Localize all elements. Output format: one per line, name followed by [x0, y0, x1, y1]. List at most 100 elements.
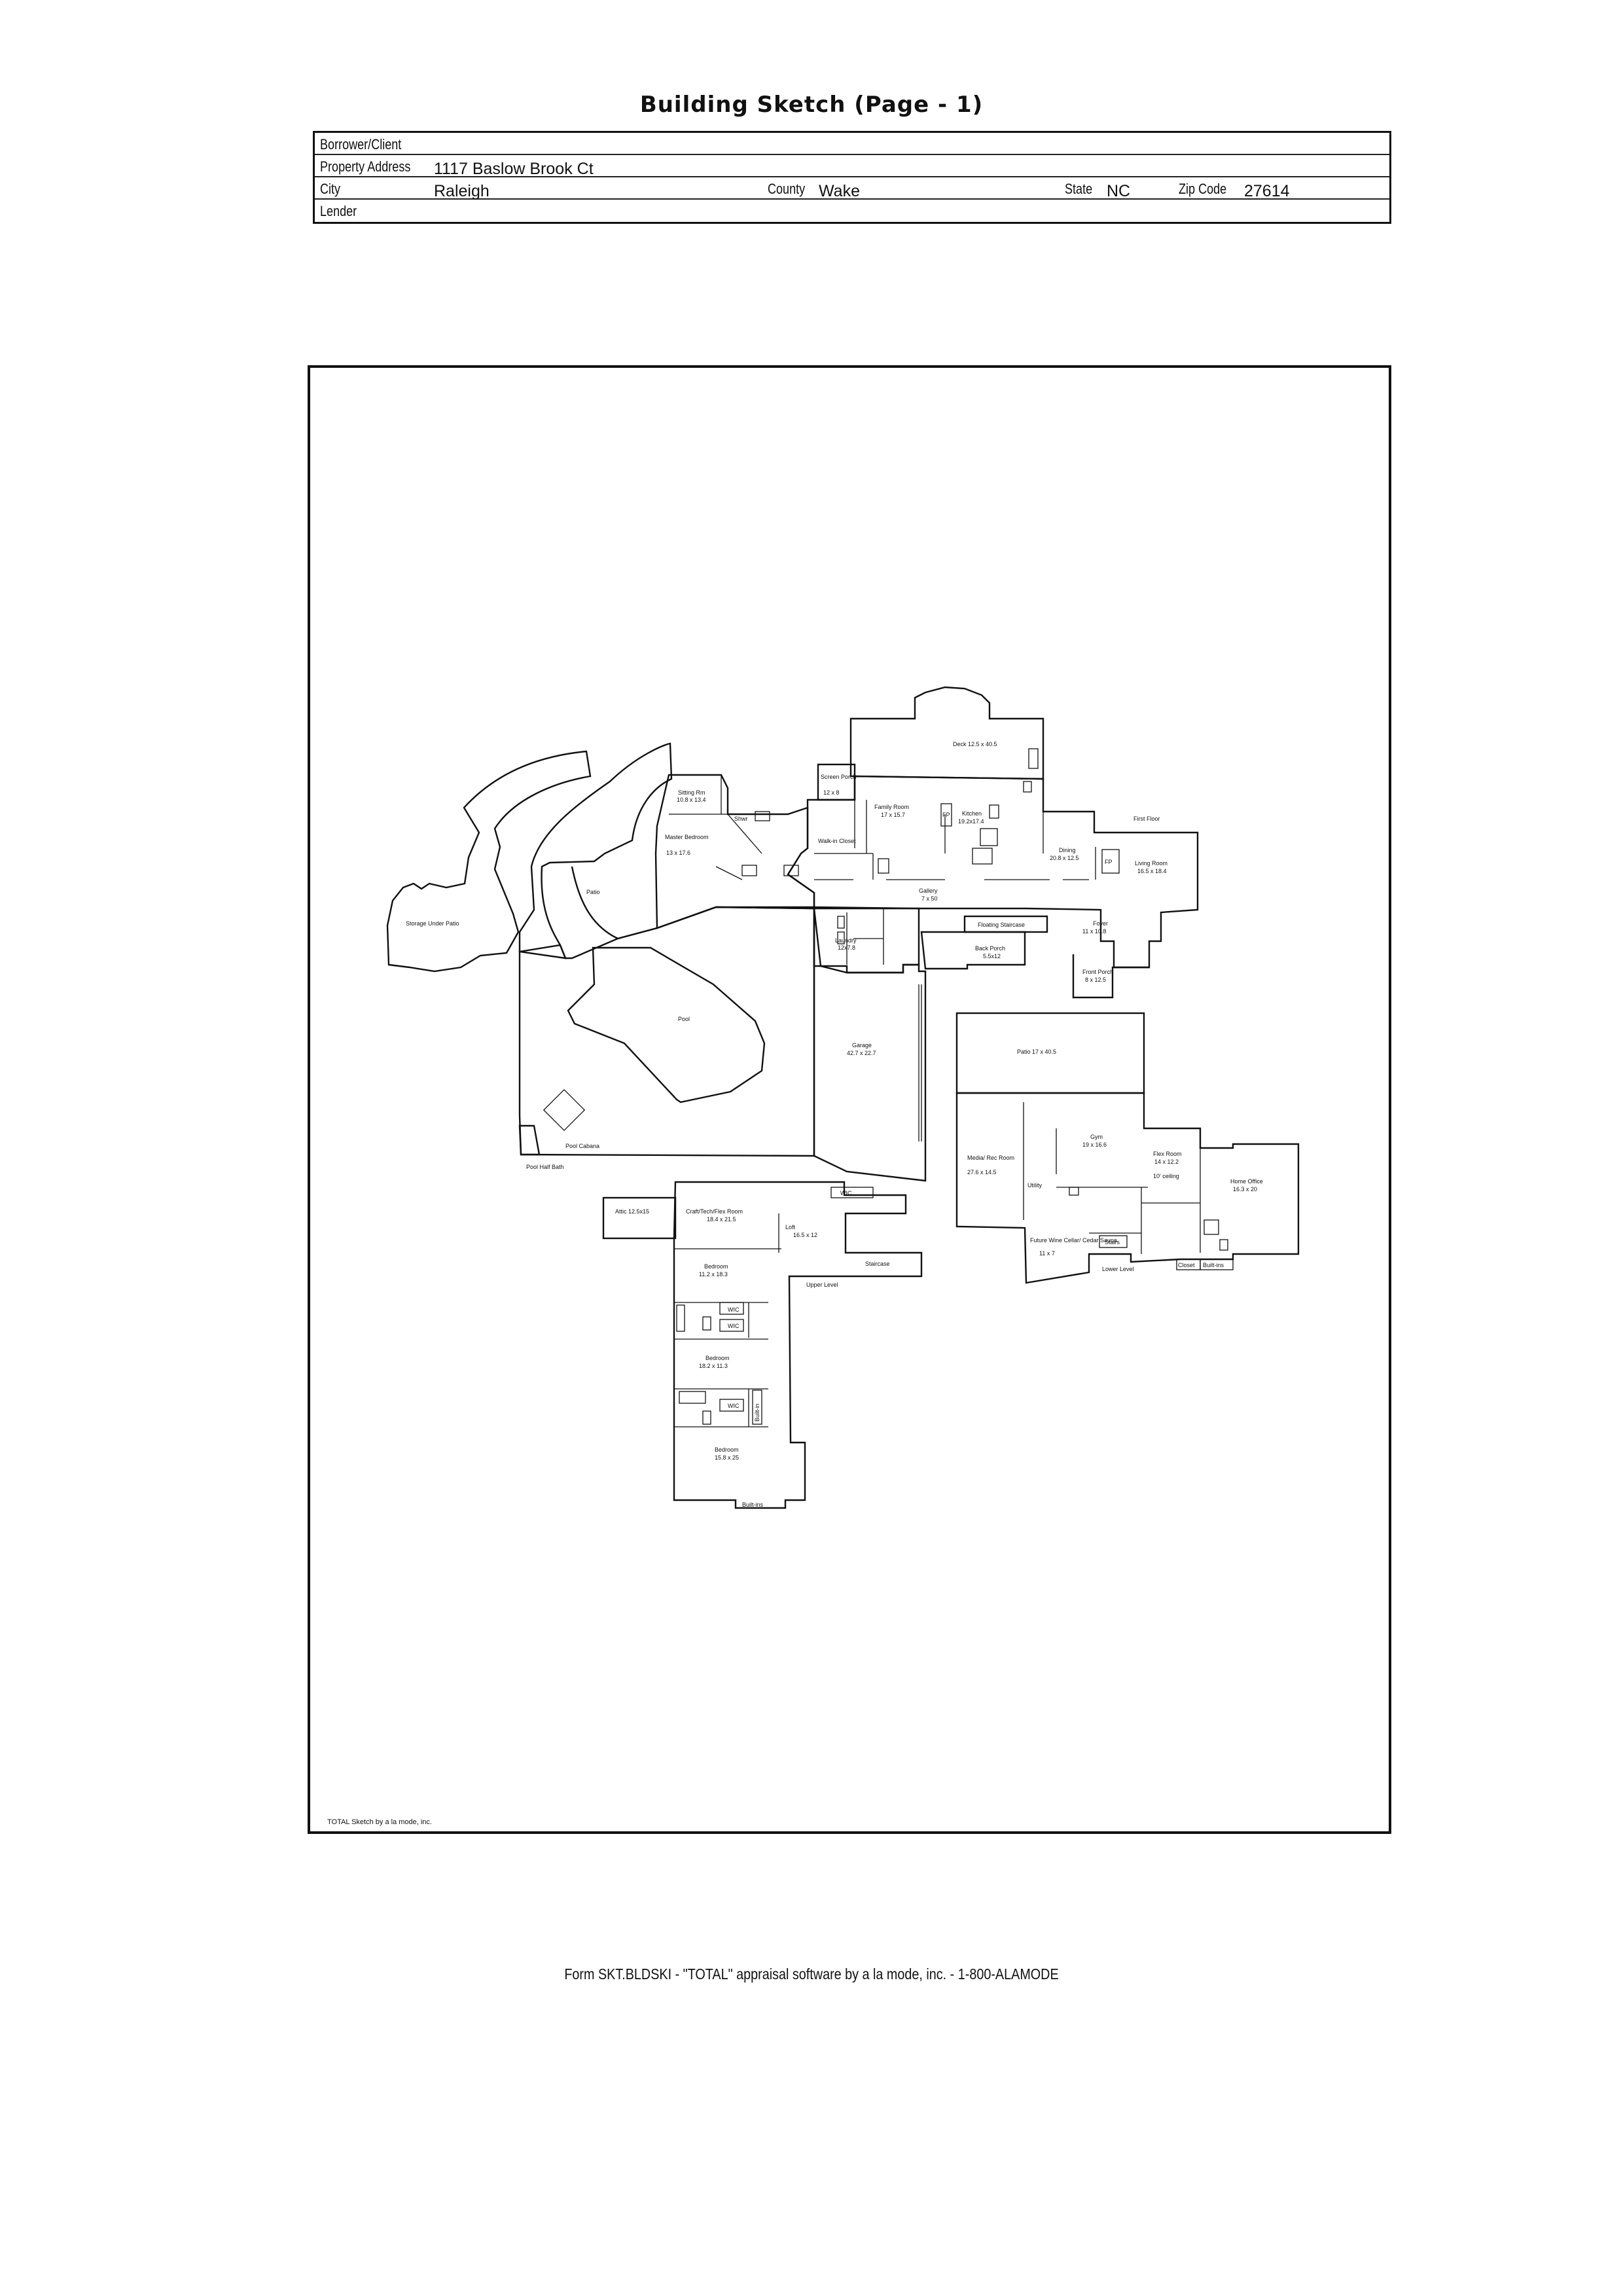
front-porch-dim: 8 x 12.5 — [1085, 977, 1106, 983]
family-label: Family Room — [874, 804, 909, 810]
garage: Garage 42.7 x 22.7 — [813, 908, 927, 1182]
lower-level: Patio 17 x 40.5 Gym 19 x 16.6 Media/ Rec… — [955, 1012, 1300, 1284]
wine-dim: 11 x 7 — [1039, 1250, 1055, 1257]
floating-label: Floating Staircase — [978, 922, 1025, 928]
fp-label-family: FP — [942, 812, 950, 818]
master-dim: 13 x 17.6 — [666, 850, 690, 856]
craft-dim: 18.4 x 21.5 — [707, 1216, 736, 1223]
master-suite: Sitting Rm 10.8 x 13.4 Master Bedroom 13… — [654, 774, 856, 929]
deck: Deck 12.5 x 40.5 — [849, 686, 1044, 780]
screen-porch-label: Screen Porch — [821, 774, 857, 780]
loft-dim: 16.5 x 12 — [793, 1232, 817, 1238]
staircase-label: Staircase — [865, 1261, 890, 1267]
gym-label: Gym — [1090, 1134, 1103, 1140]
shower-label: Shwr — [734, 816, 748, 822]
wic-mid2-label: WIC — [728, 1323, 740, 1329]
state-value: NC — [1107, 182, 1131, 200]
upper-builtins-label: Built-ins — [742, 1501, 764, 1508]
screen-porch-dim: 12 x 8 — [823, 789, 840, 796]
ceiling-label: 10' ceiling — [1153, 1173, 1179, 1179]
lender-row: Lender — [315, 200, 1389, 224]
bed2-dim: 18.2 x 11.3 — [699, 1363, 728, 1369]
stairs-label: Stairs — [1105, 1239, 1120, 1246]
upper-level: Attic 12.5x15 WIC Craft/Tech/Flex Room 1… — [602, 1181, 923, 1509]
sitting-label: Sitting Rm — [678, 789, 705, 796]
foyer-dim: 11 x 10.8 — [1082, 928, 1106, 935]
garage-dim: 42.7 x 22.7 — [847, 1050, 876, 1056]
wic-top-label: WIC — [840, 1190, 852, 1196]
sketch-credit: TOTAL Sketch by a la mode, inc. — [327, 1818, 432, 1826]
city-value: Raleigh — [434, 182, 490, 200]
kitchen-label: Kitchen — [962, 810, 982, 817]
borrower-label: Borrower/Client — [320, 136, 402, 152]
living-label: Living Room — [1135, 860, 1168, 867]
back-porch-dim: 5.5x12 — [983, 953, 1001, 960]
pool-label: Pool — [678, 1016, 690, 1022]
walkin-label: Walk-in Closet — [818, 838, 856, 844]
county-value: Wake — [819, 182, 860, 200]
lender-label: Lender — [320, 203, 357, 219]
address-label: Property Address — [320, 158, 411, 175]
front-porch-label: Front Porch — [1082, 969, 1113, 975]
craft-label: Craft/Tech/Flex Room — [686, 1208, 743, 1215]
zip-label: Zip Code — [1179, 181, 1227, 197]
laundry-stair-porch: Laundry 12x7.8 Floating Staircase Back P… — [813, 907, 1149, 999]
back-porch-label: Back Porch — [975, 945, 1005, 952]
wic-mid1-label: WIC — [728, 1306, 740, 1313]
loft-label: Loft — [785, 1224, 796, 1230]
wine-label: Future Wine Cellar/ Cedar Sauna — [1030, 1237, 1117, 1244]
laundry-dim: 12x7.8 — [838, 944, 855, 951]
upper-level-label: Upper Level — [806, 1282, 838, 1288]
flex-dim: 14 x 12.2 — [1154, 1158, 1179, 1165]
attic-label: Attic 12.5x15 — [615, 1208, 649, 1215]
storage-label: Storage Under Patio — [406, 920, 459, 927]
address-value: 1117 Baslow Brook Ct — [434, 160, 594, 178]
form-footer: Form SKT.BLDSKI - "TOTAL" appraisal soft… — [564, 1965, 1059, 1982]
master-label: Master Bedroom — [665, 834, 709, 840]
family-dim: 17 x 15.7 — [881, 812, 905, 818]
deck-label: Deck 12.5 x 40.5 — [953, 741, 997, 747]
first-floor-main: Family Room 17 x 15.7 FP Kitchen 19.2x17… — [787, 775, 1199, 969]
kitchen-dim: 19.2x17.4 — [958, 818, 984, 825]
first-floor-label: First Floor — [1133, 816, 1160, 822]
sitting-dim: 10.8 x 13.4 — [677, 797, 706, 803]
dining-dim: 20.8 x 12.5 — [1050, 855, 1079, 861]
builtin-side-label: Built-in — [754, 1403, 760, 1422]
state-label: State — [1065, 181, 1093, 197]
floor-plan: Storage Under Patio Patio Sitting Rm 10.… — [386, 686, 1300, 1509]
lower-builtins-label: Built-ins — [1203, 1262, 1224, 1268]
building-sketch-frame: Storage Under Patio Patio Sitting Rm 10.… — [308, 365, 1391, 1834]
pool-cabana-label: Pool Cabana — [565, 1143, 599, 1149]
closet-label: Closet — [1178, 1262, 1195, 1268]
living-dim: 16.5 x 18.4 — [1137, 868, 1167, 874]
foyer-label: Foyer — [1093, 920, 1108, 927]
media-label: Media/ Rec Room — [967, 1155, 1014, 1161]
office-dim: 16.3 x 20 — [1233, 1186, 1257, 1193]
media-dim: 27.6 x 14.5 — [967, 1169, 997, 1175]
gym-dim: 19 x 16.6 — [1082, 1141, 1107, 1148]
page-title: Building Sketch (Page - 1) — [639, 92, 984, 118]
office-label: Home Office — [1230, 1178, 1263, 1185]
bed3-label: Bedroom — [715, 1446, 739, 1453]
patio-left-label: Patio — [586, 889, 600, 895]
zip-value: 27614 — [1244, 182, 1290, 200]
pool-area: Pool Pool Cabana Pool Half Bath — [518, 906, 815, 1170]
garage-label: Garage — [852, 1042, 872, 1049]
dining-label: Dining — [1059, 847, 1076, 853]
city-row: City Raleigh County Wake State NC Zip Co… — [315, 177, 1389, 200]
bed1-label: Bedroom — [704, 1263, 728, 1270]
county-label: County — [768, 181, 806, 197]
address-row: Property Address 1117 Baslow Brook Ct — [315, 155, 1389, 178]
lower-patio-label: Patio 17 x 40.5 — [1017, 1049, 1056, 1055]
utility-label: Utility — [1027, 1182, 1042, 1189]
gallery-dim: 7 x 50 — [921, 895, 938, 902]
gallery-label: Gallery — [919, 888, 938, 894]
bed2-label: Bedroom — [705, 1355, 730, 1361]
borrower-row: Borrower/Client — [315, 133, 1389, 155]
wic-low-label: WIC — [728, 1403, 740, 1409]
flex-label: Flex Room — [1153, 1151, 1182, 1157]
storage-under-patio: Storage Under Patio — [386, 750, 592, 973]
pool-half-label: Pool Half Bath — [526, 1164, 564, 1170]
bed3-dim: 15.8 x 25 — [715, 1454, 739, 1461]
laundry-label: Laundry — [835, 937, 857, 944]
